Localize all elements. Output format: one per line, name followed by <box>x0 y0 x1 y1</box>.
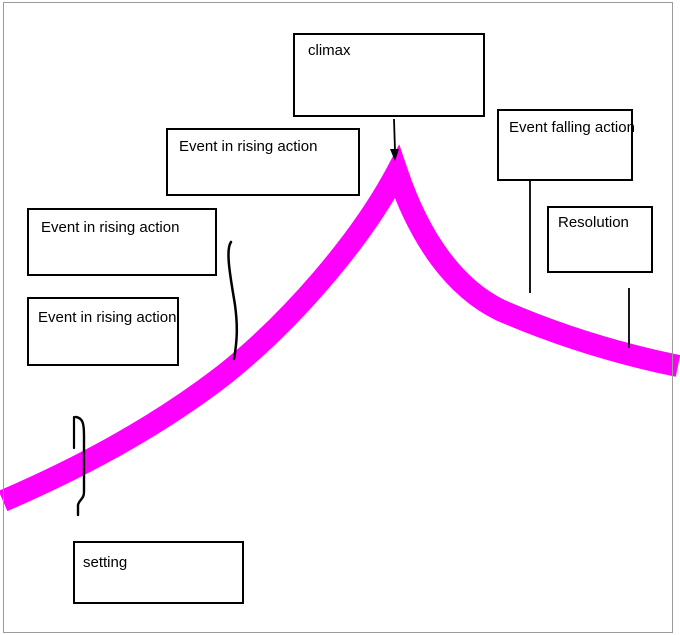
rising-action-label: Event in rising action <box>179 138 318 155</box>
climax-arrow-line <box>393 118 396 152</box>
rising-action-box-1[interactable]: Event in rising action <box>27 297 179 366</box>
setting-box[interactable]: setting <box>73 541 244 604</box>
rising-action-label: Event in rising action <box>41 219 180 236</box>
rising-connector-squiggle <box>227 240 239 361</box>
falling-action-label: Event falling action <box>509 119 635 136</box>
falling-action-box[interactable]: Event falling action <box>497 109 635 181</box>
setting-connector-squiggle <box>74 415 86 517</box>
climax-arrowhead-icon <box>390 149 399 161</box>
resolution-box[interactable]: Resolution <box>547 206 653 273</box>
resolution-label: Resolution <box>558 214 629 231</box>
climax-label: climax <box>308 42 351 59</box>
rising-action-box-2[interactable]: Event in rising action <box>27 208 217 276</box>
setting-label: setting <box>83 554 128 571</box>
rising-action-label: Event in rising action <box>38 309 177 326</box>
rising-action-box-3[interactable]: Event in rising action <box>166 128 360 196</box>
climax-box[interactable]: climax <box>293 33 485 117</box>
story-arc-curve <box>0 144 680 512</box>
